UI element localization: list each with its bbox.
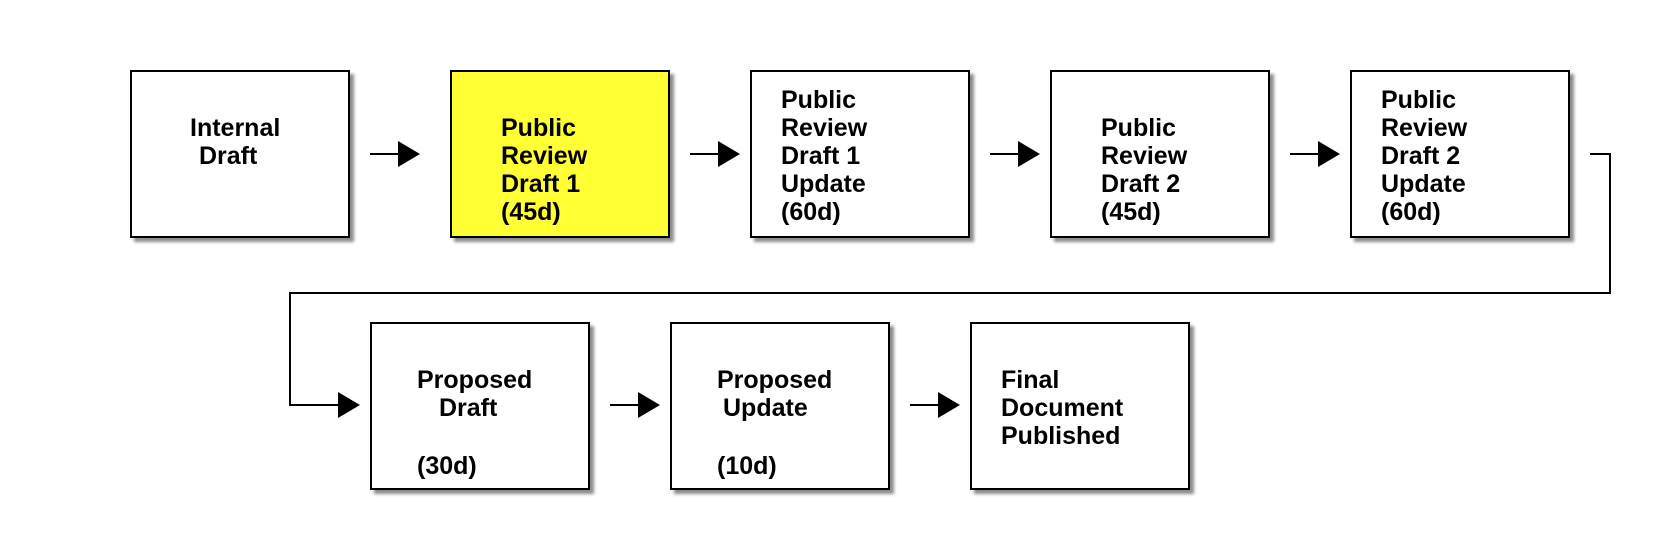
stage-label: Internal Draft: [190, 114, 280, 170]
stage-duration: (60d): [781, 198, 841, 226]
stage-label: Public Review Draft 1 Update (60d): [781, 86, 867, 226]
stage-duration: (60d): [1381, 198, 1441, 226]
stage-duration: (45d): [1101, 198, 1161, 226]
stage-label-line: Update: [723, 394, 808, 422]
stage-label-line: Review: [1381, 114, 1468, 142]
stage-label: Proposed Draft: [417, 366, 532, 422]
stage-label-line: Published: [1001, 422, 1121, 450]
stage-label-line: Proposed: [717, 366, 833, 394]
stage-proposed-update: Proposed Update (10d): [670, 322, 890, 490]
stage-label-line: Final: [1001, 366, 1060, 394]
stage-duration: (10d): [717, 452, 777, 480]
stage-label: Public Review Draft 2 Update (60d): [1381, 86, 1467, 226]
stage-public-review-draft-2-update: Public Review Draft 2 Update (60d): [1350, 70, 1570, 238]
stage-label-line: Draft 1: [781, 142, 861, 170]
stage-public-review-draft-1: Public Review Draft 1 (45d): [450, 70, 670, 238]
stage-label-line: Public: [501, 114, 577, 142]
stage-internal-draft: Internal Draft: [130, 70, 350, 238]
stage-label: Proposed Update: [717, 366, 832, 422]
stage-label-line: Review: [1101, 142, 1188, 170]
arrowhead-5-6: [338, 392, 360, 418]
stage-duration: (30d): [417, 452, 477, 480]
stage-label-line: Draft 1: [501, 170, 581, 198]
arrowhead-4-5: [1318, 141, 1340, 167]
stage-label-line: Internal: [190, 114, 281, 142]
stage-label-line: Review: [501, 142, 588, 170]
stage-label-line: Update: [1381, 170, 1466, 198]
stage-label-line: Draft: [199, 142, 258, 170]
arrowhead-7-8: [938, 392, 960, 418]
arrowhead-2-3: [718, 141, 740, 167]
stage-label-line: Update: [781, 170, 866, 198]
stage-duration: (45d): [501, 198, 561, 226]
stage-label-line: Review: [781, 114, 868, 142]
stage-label: Public Review Draft 1 (45d): [501, 114, 587, 226]
wrap-connector: [289, 153, 1611, 406]
stage-label: Final Document Published: [1001, 366, 1123, 450]
arrowhead-6-7: [638, 392, 660, 418]
stage-label-line: Proposed: [417, 366, 533, 394]
stage-label-line: Public: [781, 86, 857, 114]
stage-public-review-draft-1-update: Public Review Draft 1 Update (60d): [750, 70, 970, 238]
stage-label-line: Draft 2: [1381, 142, 1461, 170]
stage-label-line: Public: [1101, 114, 1177, 142]
stage-public-review-draft-2: Public Review Draft 2 (45d): [1050, 70, 1270, 238]
stage-label-line: Public: [1381, 86, 1457, 114]
stage-proposed-draft: Proposed Draft (30d): [370, 322, 590, 490]
arrowhead-3-4: [1018, 141, 1040, 167]
arrowhead-1-2: [398, 141, 420, 167]
stage-label-line: Draft: [439, 394, 498, 422]
stage-label-line: Document: [1001, 394, 1124, 422]
stage-label-line: Draft 2: [1101, 170, 1181, 198]
stage-label: Public Review Draft 2 (45d): [1101, 114, 1187, 226]
stage-final-document-published: Final Document Published: [970, 322, 1190, 490]
